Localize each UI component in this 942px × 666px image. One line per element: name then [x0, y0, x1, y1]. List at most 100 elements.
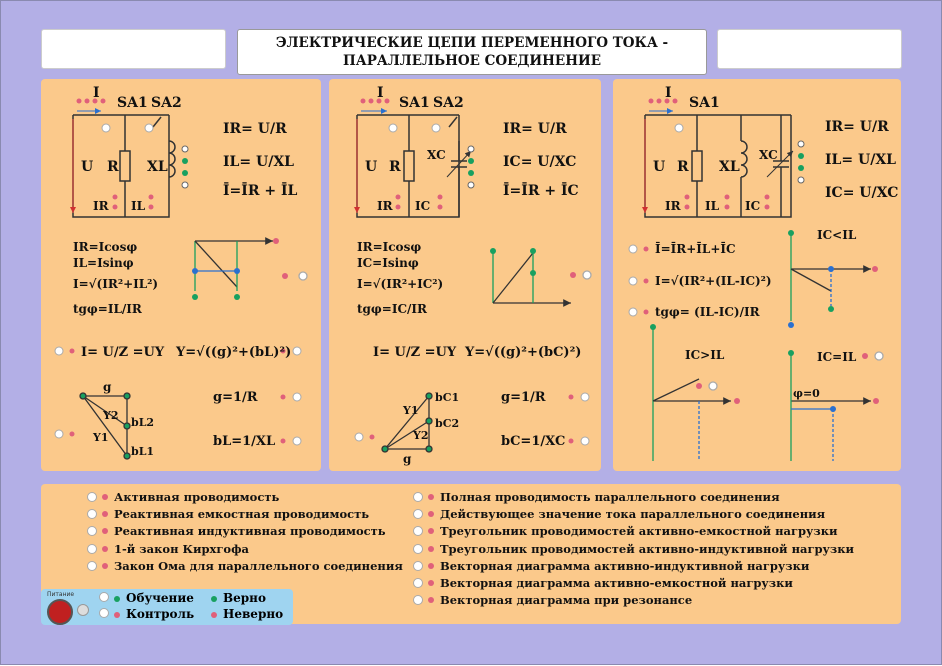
p3-xl: XL [719, 159, 740, 175]
p2-current: I [377, 85, 384, 101]
legend-led-icon [428, 562, 434, 569]
p3-xc: XC [759, 148, 778, 162]
legend-led-icon [102, 528, 108, 535]
legend-item[interactable]: Векторная диаграмма активно-емкостной на… [413, 574, 854, 591]
legend-item[interactable]: Действующее значение тока параллельного … [413, 505, 854, 522]
p1-tri-y2: Y2 [102, 409, 119, 422]
legend-radio[interactable] [87, 491, 97, 502]
p2-sa2: SA2 [433, 95, 464, 111]
p2-u: U [365, 159, 377, 175]
learn-radio[interactable] [99, 592, 109, 602]
vector-diagram-ic-gt-il [650, 324, 740, 461]
p1-sa1: SA1 [117, 95, 148, 111]
legend-item[interactable]: Треугольник проводимостей активно-емкост… [413, 523, 854, 540]
p2-xc: XC [427, 148, 446, 162]
p2-tri-bc2: bC2 [435, 417, 459, 430]
p3-cond2: IC>IL [685, 348, 725, 362]
legend-item[interactable]: Векторная диаграмма при резонансе [413, 592, 854, 609]
legend-item[interactable]: Полная проводимость параллельного соедин… [413, 488, 854, 505]
panel3-labels: I SA1 U R XL XC IR IL IC IR= U/R IL= U/X… [653, 85, 898, 400]
vector-diagram-ic-lt-il [788, 230, 878, 328]
p2-f-y: Y=√((g)²+(bC)²) [464, 345, 581, 360]
p1-f-root: I=√(IR²+IL²) [73, 277, 158, 291]
triangle-rc [381, 392, 433, 453]
p2-f-tg: tgφ=IC/IR [357, 302, 428, 316]
legend-led-icon [428, 580, 434, 587]
legend-radio[interactable] [413, 578, 423, 589]
learn-led-icon [114, 596, 120, 602]
vector-diagram-rc [490, 248, 592, 307]
p2-f-sin: IC=Isinφ [357, 256, 419, 270]
p3-f-sum: Ī=ĪR+ĪL+ĪC [655, 241, 736, 256]
legend-radio[interactable] [413, 543, 423, 554]
legend-led-icon [102, 510, 108, 517]
p1-xl: XL [147, 159, 168, 175]
legend-radio[interactable] [413, 560, 423, 571]
p2-tri-bc1: bC1 [435, 391, 459, 404]
p3-u: U [653, 159, 665, 175]
legend-radio[interactable] [87, 508, 97, 519]
status-right: Верно [211, 591, 266, 605]
control-panel: Питание Обучение Контроль Верно Неверно [41, 589, 293, 625]
power-label: Питание [47, 591, 75, 598]
panel-rc [329, 79, 601, 471]
legend-radio[interactable] [413, 508, 423, 519]
p3-ic: IC [745, 199, 760, 213]
p2-tri-y2: Y2 [412, 429, 429, 442]
legend-label: Треугольник проводимостей активно-емкост… [440, 524, 838, 539]
p1-u: U [81, 159, 93, 175]
p1-current: I [93, 85, 100, 101]
legend-led-icon [428, 545, 434, 552]
panel1-labels: I SA1 SA2 U R XL IR IL IR= U/R IL= U/XL … [73, 85, 297, 458]
check-label: Контроль [126, 607, 195, 621]
p3-f-root: I=√(IR²+(IL-IC)²) [655, 274, 772, 288]
p3-current: I [665, 85, 672, 101]
circuit-rl-dots [76, 98, 189, 210]
p1-f-il: IL= U/XL [223, 154, 294, 170]
legend-item[interactable]: 1-й закон Кирхгофа [87, 540, 403, 557]
mode-learn[interactable]: Обучение [99, 591, 194, 605]
legend-radio[interactable] [87, 543, 97, 554]
p2-ir: IR [377, 199, 394, 213]
legend-label: Полная проводимость параллельного соедин… [440, 489, 780, 504]
p3-il: IL [705, 199, 720, 213]
circuit-rlc-dots [648, 98, 805, 210]
legend-led-icon [102, 562, 108, 569]
circuit-rl [70, 108, 176, 218]
wrong-led-icon [211, 612, 217, 618]
power-button[interactable] [47, 599, 73, 625]
legend-radio[interactable] [87, 526, 97, 537]
status-wrong: Неверно [211, 607, 283, 621]
legend-right-list: Полная проводимость параллельного соедин… [413, 488, 854, 609]
legend-label: Реактивная емкостная проводимость [114, 506, 370, 521]
legend-item[interactable]: Треугольник проводимостей активно-индукт… [413, 540, 854, 557]
mode-check[interactable]: Контроль [99, 607, 194, 621]
legend-item[interactable]: Активная проводимость [87, 488, 403, 505]
p3-f-il: IL= U/XL [825, 152, 896, 168]
legend-label: Векторная диаграмма активно-емкостной на… [440, 576, 793, 591]
legend-label: Закон Ома для параллельного соединения [114, 558, 403, 573]
circuit-rc [354, 108, 472, 218]
panel-rl [41, 79, 321, 471]
p2-f-g: g=1/R [501, 390, 546, 405]
p2-f-root: I=√(IR²+IC²) [357, 277, 443, 291]
p2-tri-y1: Y1 [402, 404, 419, 417]
legend-radio[interactable] [413, 526, 423, 537]
wrong-label: Неверно [223, 607, 284, 621]
p3-f-tg: tgφ= (IL-IC)/IR [655, 305, 761, 319]
legend-item[interactable]: Векторная диаграмма активно-индуктивной … [413, 557, 854, 574]
p2-f-ohm: I= U/Z =UY [373, 345, 457, 360]
page-title: ЭЛЕКТРИЧЕСКИЕ ЦЕПИ ПЕРЕМЕННОГО ТОКА - ПА… [237, 29, 707, 75]
legend-item[interactable]: Реактивная емкостная проводимость [87, 505, 403, 522]
legend-label: Треугольник проводимостей активно-индукт… [440, 541, 855, 556]
legend-item[interactable]: Реактивная индуктивная проводимость [87, 523, 403, 540]
legend-led-icon [428, 597, 434, 604]
legend-radio[interactable] [87, 560, 97, 571]
legend-item[interactable]: Закон Ома для параллельного соединения [87, 557, 403, 574]
legend-radio[interactable] [413, 595, 423, 606]
check-radio[interactable] [99, 608, 109, 618]
p1-f-sum: Ī=ĪR + ĪL [223, 180, 297, 199]
circuit-rc-dots [360, 98, 475, 210]
legend-radio[interactable] [413, 491, 423, 502]
